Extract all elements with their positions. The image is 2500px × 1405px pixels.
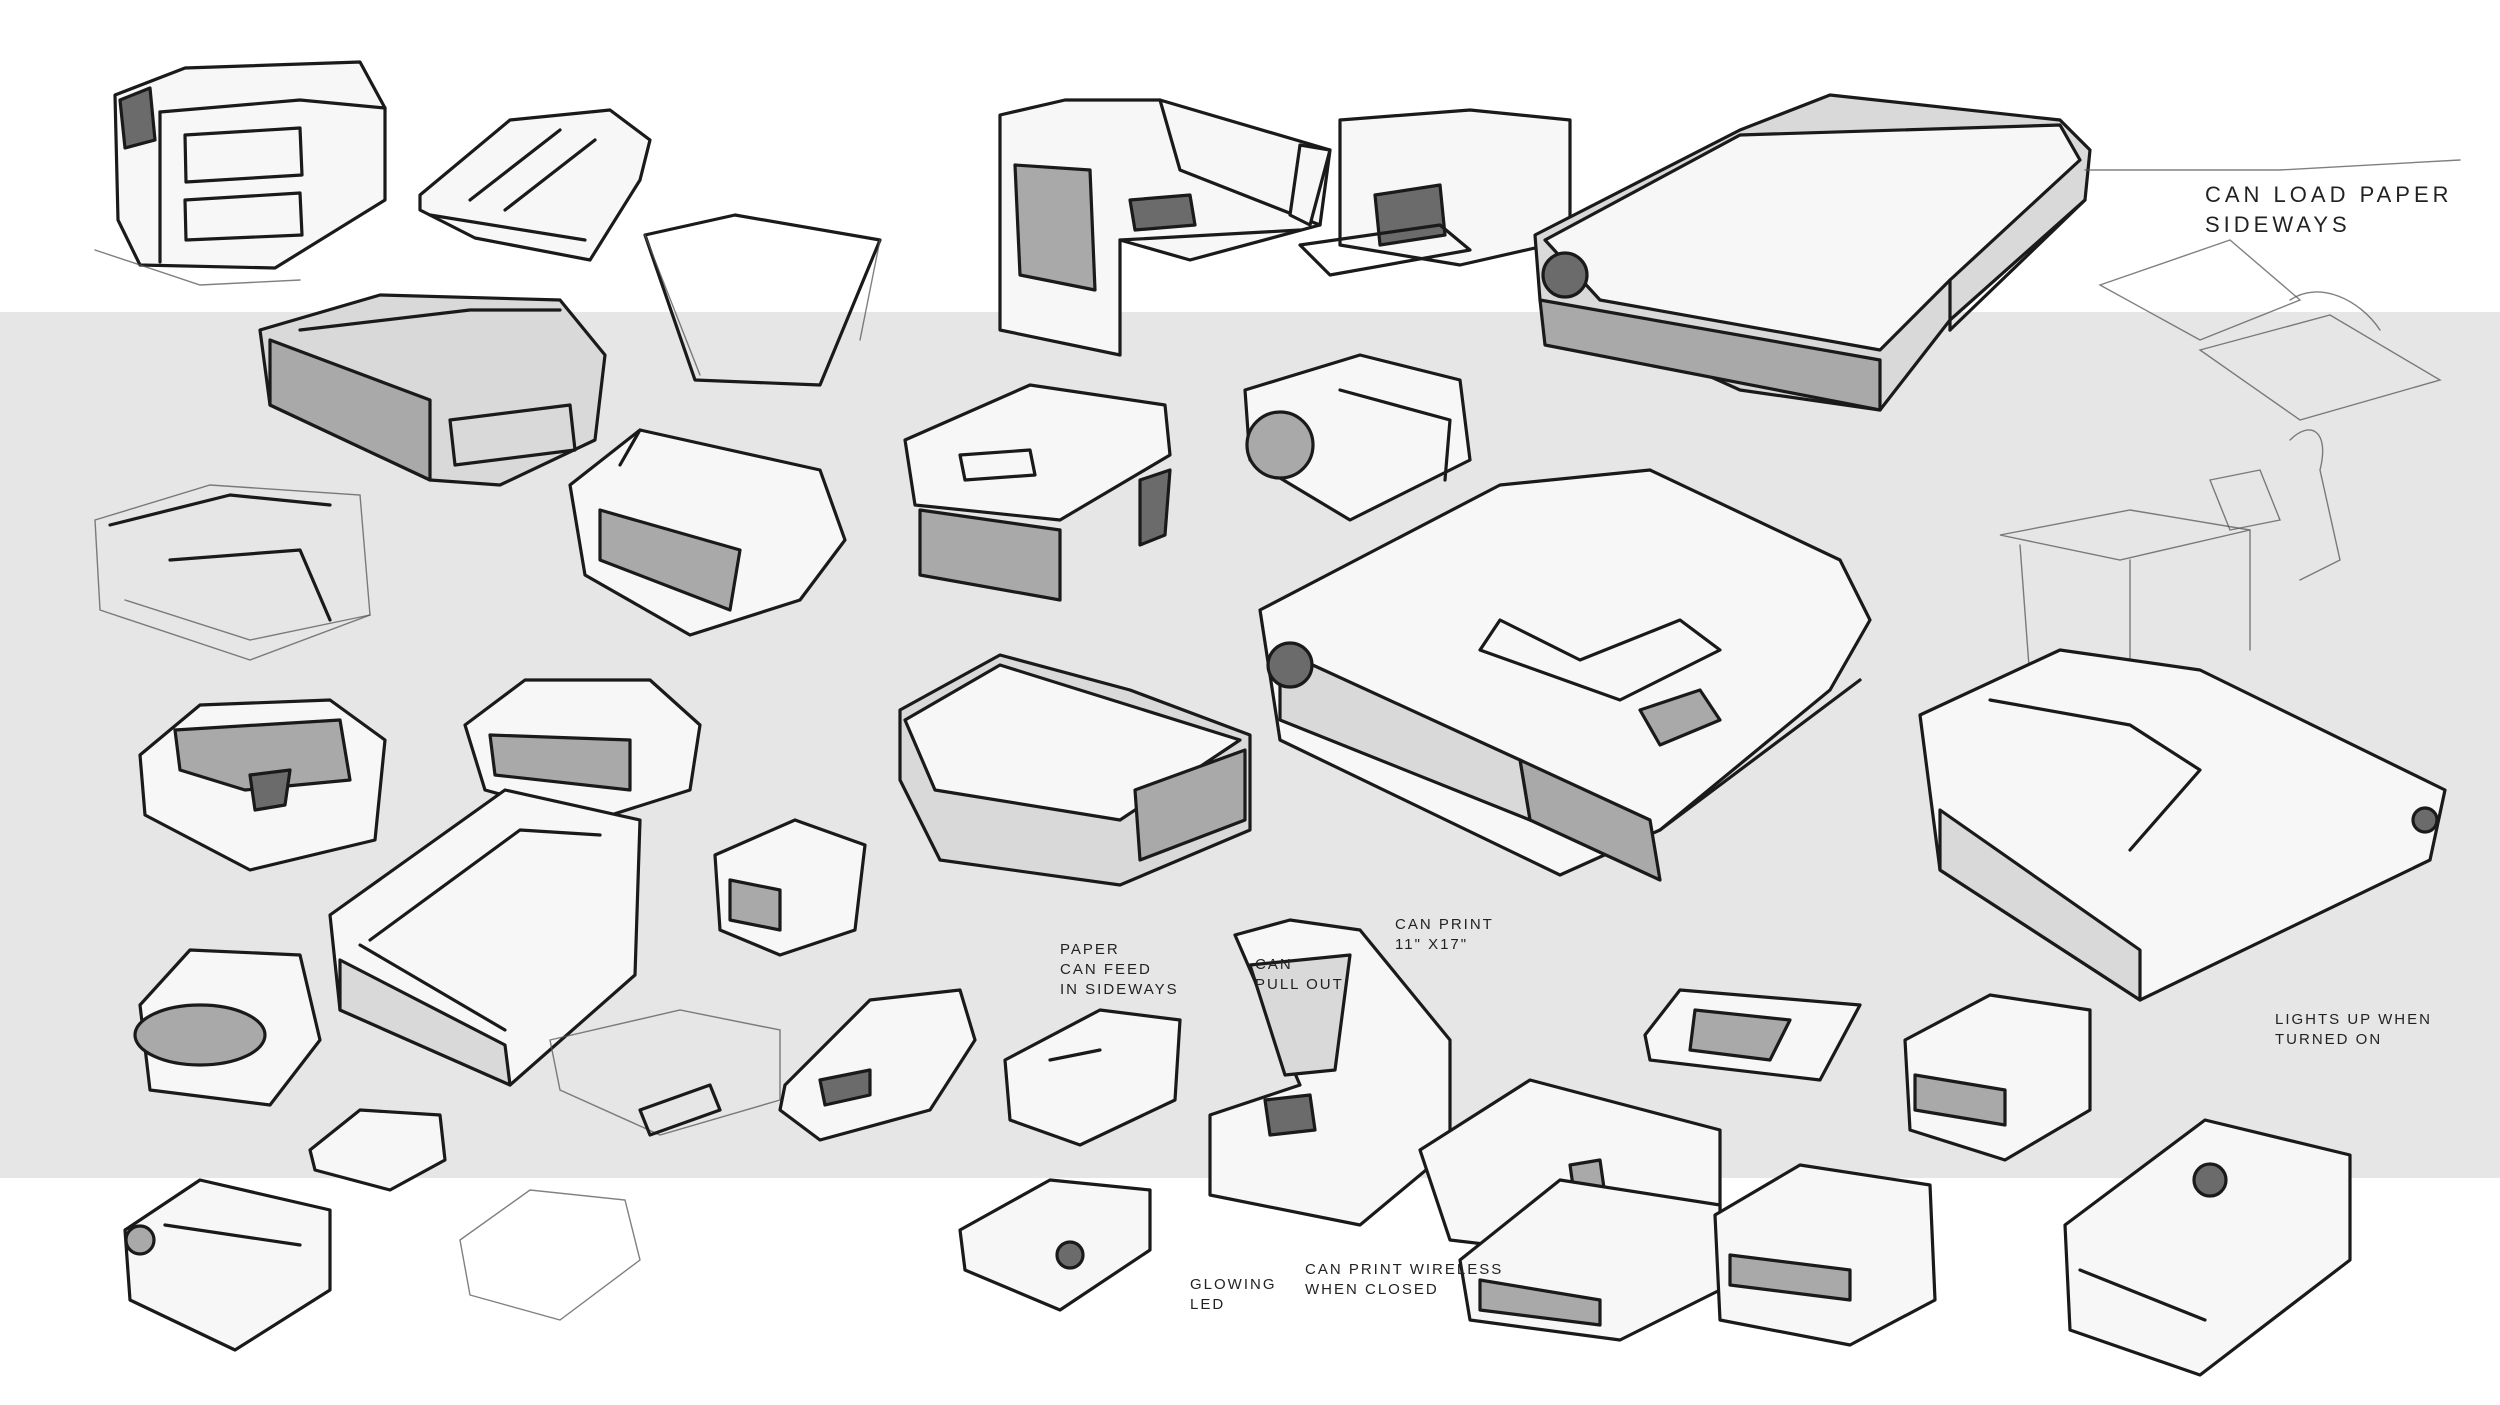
sketch-printer-wireframe [94,484,371,661]
note-load-paper: CAN LOAD PAPER SIDEWAYS [2205,182,2453,237]
sketch-printer-curved [418,108,652,262]
sketch-bottom-rect [1713,1163,1937,1347]
sketch-wireframe-low [549,1009,781,1137]
sketch-small-flat-a [308,1108,447,1192]
note-print-wireless: CAN PRINT WIRELESS WHEN CLOSED [1305,1261,1504,1298]
sketch-printer-left-mid-a [138,698,387,872]
note-glowing-led: GLOWING LED [1190,1276,1277,1313]
sketch-printer-stacked [903,383,1172,602]
sketch-bottom-roll [123,1178,332,1352]
sketch-printer-top-middle [998,98,1332,357]
note-lights-up: LIGHTS UP WHEN TURNED ON [2275,1011,2432,1048]
sketch-display-module [1643,988,1862,1082]
sketch-bottom-right-box [2063,1118,2352,1377]
sketch-hero-printer [1533,93,2461,412]
sketch-printer-flat-right [1918,648,2447,1002]
sketch-printer-open [568,428,847,637]
sketch-small-cube [713,818,867,957]
sketch-printer-shaded-left [258,293,607,487]
sketch-printer-center-large [1258,468,1872,882]
note-paper-feed: PAPER CAN FEED IN SIDEWAYS [1060,941,1179,998]
sketch-tray-box [1298,108,1572,277]
sketch-hand-paper [2098,239,2442,421]
sketch-bottom-wireframe [459,1189,641,1321]
note-print-size: CAN PRINT 11" x17" [1395,916,1494,953]
sketch-desk-scene [1999,429,2341,701]
sketch-printer-roll [1243,353,1472,522]
sketch-printer-top-left [94,60,387,286]
sketch-bottom-flat [958,1178,1152,1312]
note-pull-out: CAN PULL OUT [1255,956,1344,993]
sketch-printer-center-left [898,653,1252,887]
sketch-stacked-box-right [1903,993,2092,1162]
sketch-round-printer [133,948,322,1107]
sketch-bottom-box [1458,1178,1722,1342]
sketch-printer-long-box [328,788,642,1087]
sketch-printer-pull-out [1003,1008,1182,1147]
sketch-printer-open-lid [1208,918,1452,1227]
sketch-printer-low-a [778,988,977,1142]
sketch-printer-left-mid-b [463,678,702,822]
sketch-box-wireframe [643,213,882,387]
